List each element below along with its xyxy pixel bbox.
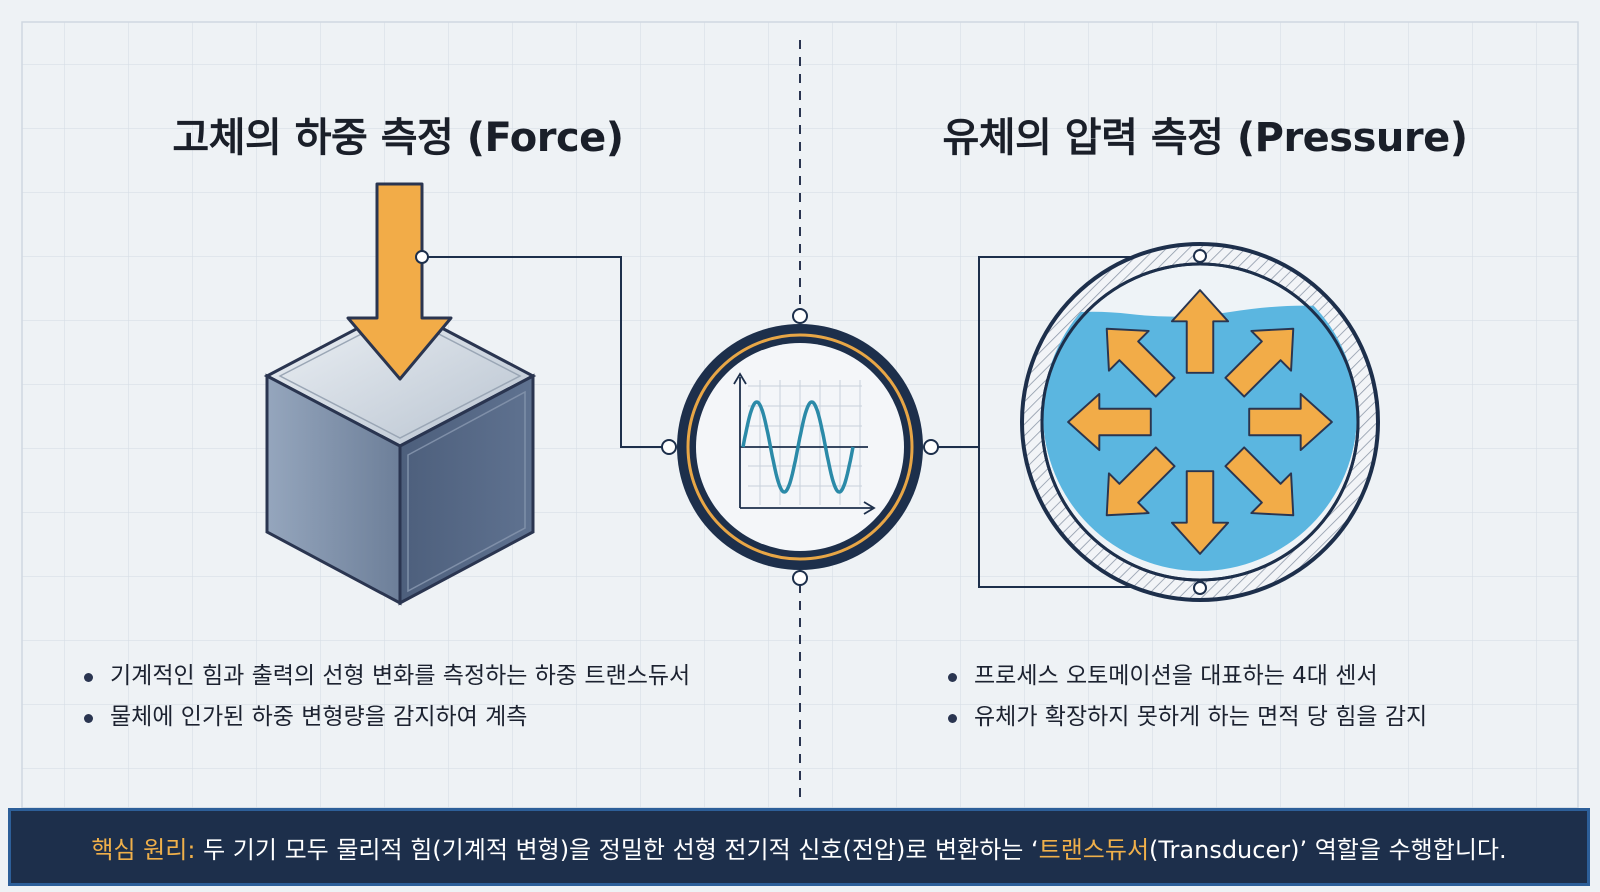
pressure-arrow (1170, 289, 1230, 374)
key-principle-banner: 핵심 원리: 두 기기 모두 물리적 힘(기계적 변형)을 정밀한 선형 전기적… (8, 808, 1590, 886)
pressure-arrow (1224, 327, 1295, 398)
sensor-ring-gold (686, 333, 914, 561)
pressure-bullet-item: 유체가 확장하지 못하게 하는 면적 당 힘을 감지 (948, 697, 1427, 738)
cube-side-bevel (407, 390, 526, 593)
sine-wave-signal-icon (733, 372, 876, 515)
pressure-arrow (1248, 392, 1333, 452)
sensor-node-left (661, 439, 677, 455)
banner-highlight: 트랜스듀서 (1038, 835, 1150, 864)
sine-wave (741, 400, 855, 494)
radial-pressure-arrows-icon (1067, 289, 1333, 555)
sensor-node-top (792, 308, 808, 324)
cube-top-bevel (278, 313, 522, 439)
banner-prefix: 핵심 원리: (91, 835, 196, 864)
pressure-arrow (1067, 392, 1152, 452)
pressure-bullet-item: 프로세스 오토메이션을 대표하는 4대 센서 (948, 656, 1427, 697)
downward-force-arrow-icon (346, 182, 453, 381)
pressure-arrow (1105, 446, 1176, 517)
force-section-title: 고체의 하중 측정 (Force) (172, 114, 624, 161)
pressure-arrow (1224, 446, 1295, 517)
sensor-node-right (923, 439, 939, 455)
force-bullet-list: 기계적인 힘과 출력의 선형 변화를 측정하는 하중 트랜스듀서 물체에 인가된… (84, 656, 690, 738)
vessel-node-top (1193, 249, 1207, 263)
vessel-node-bottom (1193, 581, 1207, 595)
force-bullet-item: 기계적인 힘과 출력의 선형 변화를 측정하는 하중 트랜스듀서 (84, 656, 690, 697)
right-connector-top-line (931, 256, 1200, 448)
left-connector-line (422, 256, 669, 448)
pressure-arrow (1170, 470, 1230, 555)
pressure-arrow (1105, 327, 1176, 398)
sensor-node-bottom (792, 570, 808, 586)
cube-side-face (398, 373, 535, 606)
pressure-bullet-list: 프로세스 오토메이션을 대표하는 4대 센서 유체가 확장하지 못하게 하는 면… (948, 656, 1427, 738)
right-connector-bottom-line (978, 447, 1200, 588)
banner-text-part-2: (Transducer)’ 역할을 수행합니다. (1149, 835, 1507, 864)
cube-connector-node (415, 250, 429, 264)
pressure-section-title: 유체의 압력 측정 (Pressure) (942, 114, 1468, 161)
force-bullet-item: 물체에 인가된 하중 변형량을 감지하여 계측 (84, 697, 690, 738)
banner-text-part-1: 두 기기 모두 물리적 힘(기계적 변형)을 정밀한 선형 전기적 신호(전압)… (195, 835, 1039, 864)
